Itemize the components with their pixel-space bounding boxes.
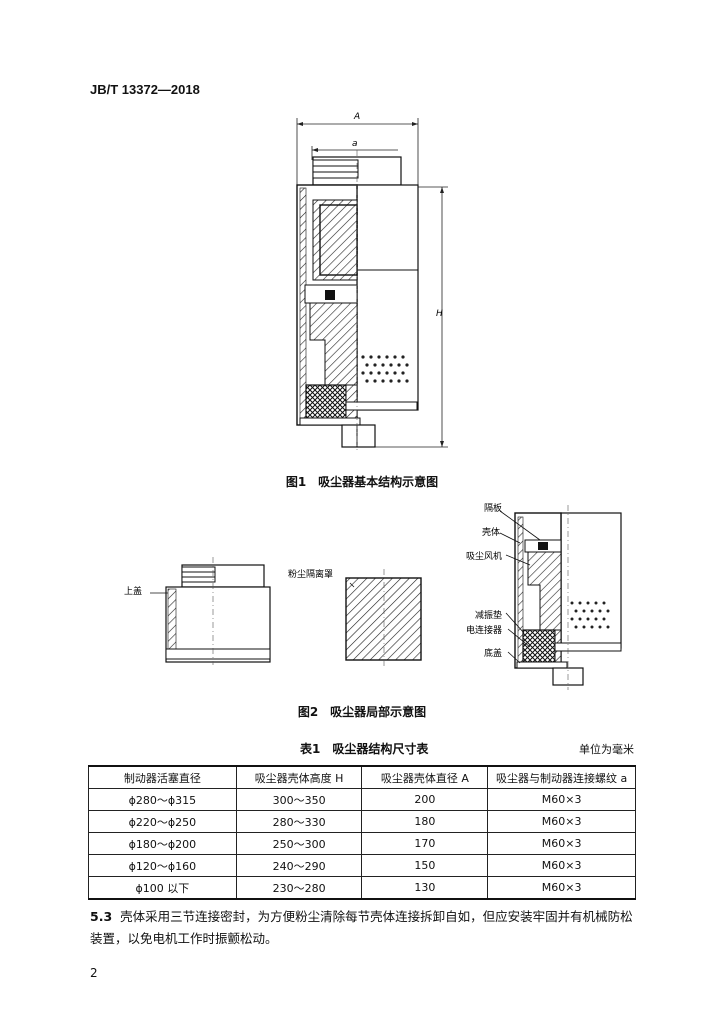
table-cell: M60×3 <box>487 876 636 900</box>
figure1-drawing: A a H <box>296 112 448 450</box>
standard-number: JB/T 13372—2018 <box>90 82 200 97</box>
table-cell: 240～290 <box>235 854 363 877</box>
table-cell: ϕ280～ϕ315 <box>88 788 237 811</box>
table-header-row: 制动器活塞直径 吸尘器壳体高度 H 吸尘器壳体直径 A 吸尘器与制动器连接螺纹 … <box>88 765 636 789</box>
table-cell: ϕ180～ϕ200 <box>88 832 237 855</box>
table-cell: 200 <box>361 788 489 811</box>
clause-number: 5.3 <box>90 909 113 924</box>
clause-5-3: 5.3 壳体采用三节连接密封，为方便粉尘清除每节壳体连接拆卸自如，但应安装牢固并… <box>90 906 638 950</box>
table-cell: 150 <box>361 854 489 877</box>
table-cell: M60×3 <box>487 810 636 833</box>
table-cell: M60×3 <box>487 788 636 811</box>
vent-holes <box>361 355 409 383</box>
table-cell: 170 <box>361 832 489 855</box>
label-dust-cover: 粉尘隔离罩 <box>288 568 333 580</box>
label-partition: 隔板 <box>484 502 502 514</box>
figure2-caption: 图2 吸尘器局部示意图 <box>297 705 427 719</box>
header-cell: 制动器活塞直径 <box>88 765 237 789</box>
table-cell: ϕ100 以下 <box>88 876 237 900</box>
table-row: ϕ120～ϕ160 240～290 150 M60×3 <box>88 854 636 877</box>
table-cell: ϕ220～ϕ250 <box>88 810 237 833</box>
header-cell: 吸尘器与制动器连接螺纹 a <box>487 765 636 789</box>
table-cell: 250～300 <box>235 832 363 855</box>
label-connector: 电连接器 <box>466 624 502 636</box>
table-cell: 280～330 <box>235 810 363 833</box>
table-cell: 300～350 <box>235 788 363 811</box>
label-fan: 吸尘风机 <box>466 550 502 562</box>
table-row: ϕ220～ϕ250 280～330 180 M60×3 <box>88 810 636 833</box>
table-unit: 单位为毫米 <box>579 743 634 756</box>
label-top-cover: 上盖 <box>124 585 142 597</box>
header-cell: 吸尘器壳体直径 A <box>361 765 489 789</box>
table-cell: 130 <box>361 876 489 900</box>
dim-A-label: A <box>353 112 360 122</box>
label-damper: 减振垫 <box>475 609 502 621</box>
dim-H-label: H <box>436 309 443 319</box>
table-row: ϕ180～ϕ200 250～300 170 M60×3 <box>88 832 636 855</box>
header-cell: 吸尘器壳体高度 H <box>235 765 363 789</box>
table-cell: M60×3 <box>487 832 636 855</box>
table-cell: ϕ120～ϕ160 <box>88 854 237 877</box>
table-cell: 180 <box>361 810 489 833</box>
page-number: 2 <box>90 966 98 980</box>
clause-text: 壳体采用三节连接密封，为方便粉尘清除每节壳体连接拆卸自如，但应安装牢固并有机械防… <box>90 909 633 946</box>
figure1-caption: 图1 吸尘器基本结构示意图 <box>285 475 439 489</box>
table-row: ϕ100 以下 230～280 130 M60×3 <box>88 876 636 900</box>
table-cell: 230～280 <box>235 876 363 900</box>
label-shell: 壳体 <box>482 526 500 538</box>
table-cell: M60×3 <box>487 854 636 877</box>
table-row: ϕ280～ϕ315 300～350 200 M60×3 <box>88 788 636 811</box>
dimensions-table: 制动器活塞直径 吸尘器壳体高度 H 吸尘器壳体直径 A 吸尘器与制动器连接螺纹 … <box>88 765 636 900</box>
figure2-drawing: 上盖 粉尘隔离罩 隔板 壳体 吸尘风机 减振垫 电连接器 底盖 <box>124 502 622 690</box>
label-bottom-cover: 底盖 <box>484 647 502 659</box>
dim-a-label: a <box>352 139 358 149</box>
table-caption: 表1 吸尘器结构尺寸表 <box>300 742 429 756</box>
